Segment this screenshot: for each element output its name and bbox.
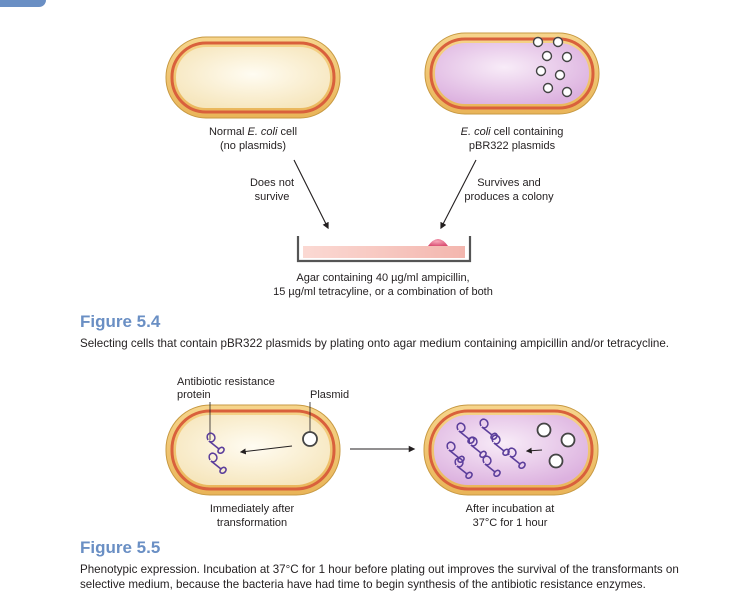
cell-with-plasmids bbox=[424, 32, 600, 115]
cell-before-label-line1: Immediately after bbox=[210, 503, 295, 515]
figure-5-5-title: Figure 5.5 bbox=[80, 538, 161, 557]
cell-normal-label-line1: Normal E. coli cell bbox=[209, 126, 297, 138]
cell-after-label-line1: After incubation at bbox=[466, 503, 555, 515]
plasmid-circles bbox=[532, 36, 573, 98]
figure-5-5-caption: Phenotypic expression. Incubation at 37°… bbox=[80, 563, 679, 591]
arrow-left-label-line2: survive bbox=[255, 191, 290, 203]
cell-after-incubation bbox=[423, 404, 599, 496]
expression-arrow bbox=[239, 445, 293, 455]
arrow-survives bbox=[440, 159, 477, 230]
arrow-left-label-line1: Does not bbox=[250, 177, 294, 189]
agar-plate bbox=[296, 236, 472, 263]
plasmid-circle bbox=[302, 431, 318, 447]
expression-arrow bbox=[525, 447, 543, 454]
cell-before-label-line2: transformation bbox=[217, 517, 287, 529]
page-corner-tab bbox=[0, 0, 46, 7]
protein-label-line2: protein bbox=[177, 389, 211, 401]
colony bbox=[428, 239, 448, 246]
cell-plasmid-label-line2: pBR322 plasmids bbox=[469, 140, 556, 152]
plate-label-line2: 15 µg/ml tetracyline, or a combination o… bbox=[273, 286, 493, 298]
plasmid-label: Plasmid bbox=[310, 389, 349, 401]
plasmid-circle bbox=[548, 453, 564, 469]
cell-after-label-line2: 37°C for 1 hour bbox=[473, 517, 548, 529]
plasmid-circle bbox=[560, 432, 576, 448]
cell-before-incubation bbox=[165, 402, 341, 496]
cell-plasmid-label-line1: E. coli cell containing bbox=[461, 126, 564, 138]
cell-normal bbox=[165, 36, 341, 119]
plate-label-line1: Agar containing 40 µg/ml ampicillin, bbox=[296, 272, 469, 284]
arrow-not-survive bbox=[293, 159, 329, 230]
cell-normal-label-line2: (no plasmids) bbox=[220, 140, 286, 152]
plasmid-circle bbox=[536, 422, 552, 438]
arrow-right-label-line1: Survives and bbox=[477, 177, 541, 189]
figure-5-4-caption: Selecting cells that contain pBR322 plas… bbox=[80, 337, 670, 350]
figure-5-4-title: Figure 5.4 bbox=[80, 312, 161, 331]
protein-label-line1: Antibiotic resistance bbox=[177, 376, 275, 388]
arrow-right-label-line2: produces a colony bbox=[464, 191, 554, 203]
